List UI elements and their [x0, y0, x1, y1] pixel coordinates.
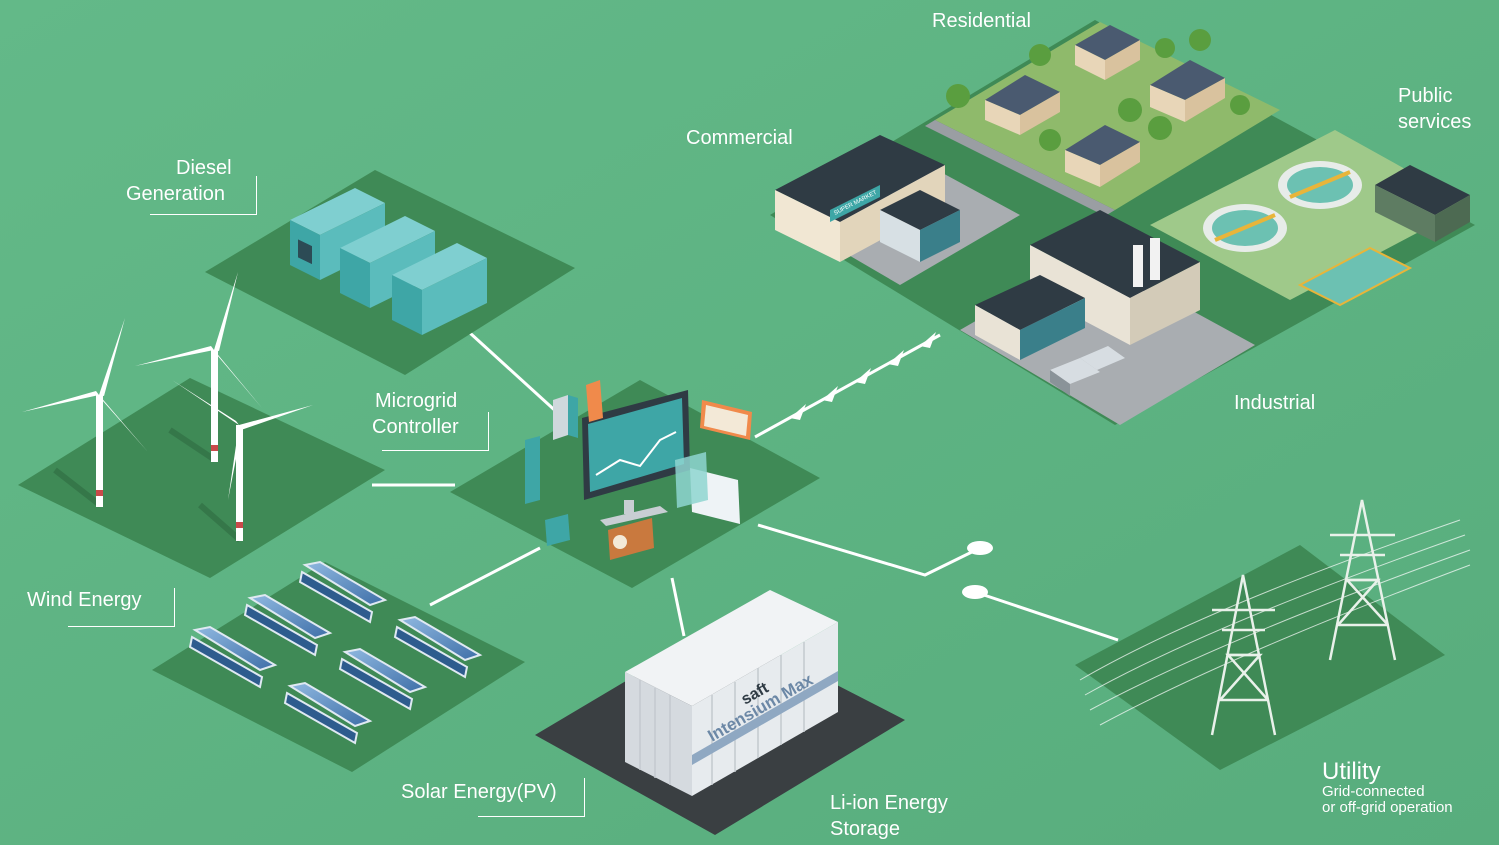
- line-solar-controller: [429, 546, 541, 607]
- label-wind-energy: Wind Energy: [27, 589, 142, 611]
- houses: [946, 25, 1250, 187]
- arrow-3: [855, 368, 871, 384]
- public-block: [1150, 130, 1470, 300]
- wind-energy-tile: [18, 272, 385, 578]
- label-diesel-bracket: [150, 176, 257, 215]
- label-utility-sub-line-2: or off-grid operation: [1322, 799, 1453, 816]
- label-commercial: Commercial: [686, 127, 793, 149]
- label-public-services-line-1: Public: [1398, 85, 1453, 107]
- label-public-services-line-2: services: [1398, 111, 1472, 133]
- solar-panel-3: [192, 625, 278, 672]
- house-3: [1150, 60, 1225, 122]
- factory-building: [975, 210, 1200, 396]
- solar-panel-2: [247, 593, 333, 640]
- label-utility: Utility: [1322, 758, 1381, 785]
- label-wind-bracket: [68, 588, 175, 627]
- line-storage-controller: [670, 577, 686, 637]
- solar-panel-5: [342, 647, 428, 694]
- line-diesel-controller: [468, 331, 562, 417]
- label-microgrid-line-1: Microgrid: [375, 390, 458, 412]
- label-microgrid-bracket: [382, 412, 489, 451]
- diesel-generator-3: [392, 243, 487, 335]
- solar-energy-tile: [152, 560, 525, 772]
- arrow-5: [920, 332, 936, 348]
- controller-monitor: [582, 390, 690, 526]
- line-controller-loads: [754, 333, 941, 439]
- line-controller-utility: [757, 523, 981, 577]
- solar-panel-4: [397, 615, 483, 662]
- house-2: [985, 75, 1060, 135]
- arrow-2: [822, 386, 838, 402]
- storage-container: saft Intensium Max: [625, 590, 838, 796]
- arrow-4: [888, 350, 904, 366]
- trucks: [1050, 346, 1125, 396]
- flow-arrows: [790, 332, 936, 420]
- solar-panels: [188, 560, 483, 745]
- solar-panel-6: [287, 681, 373, 728]
- loads-block: SUPER MARKET: [770, 20, 1475, 425]
- wind-turbine-1: [22, 318, 148, 507]
- transmission-tower-1: [1210, 574, 1277, 736]
- label-industrial: Industrial: [1234, 392, 1316, 414]
- road-residential: [925, 120, 1115, 216]
- house-1: [1075, 25, 1140, 80]
- diesel-generator-2: [340, 216, 435, 308]
- label-solar-bracket: [478, 778, 585, 817]
- label-diesel-line-2: Generation: [126, 183, 225, 205]
- label-storage-line-1: Li-ion Energy: [830, 792, 948, 814]
- supermarket-building: SUPER MARKET: [775, 135, 960, 262]
- label-storage-line-2: Storage: [830, 818, 901, 840]
- switch-node-2: [962, 585, 988, 599]
- solar-panel-1: [302, 560, 388, 607]
- arrow-1: [790, 404, 806, 420]
- switch-nodes: [962, 541, 993, 599]
- label-residential: Residential: [932, 10, 1031, 32]
- label-diesel-line-1: Diesel: [176, 157, 232, 179]
- label-microgrid-line-2: Controller: [372, 416, 459, 438]
- house-4: [1065, 125, 1140, 187]
- wind-turbine-3: [172, 380, 313, 541]
- li-ion-storage-tile: saft Intensium Max: [535, 590, 905, 835]
- diesel-generator-1: [290, 188, 385, 280]
- label-solar-energy: Solar Energy(PV): [401, 781, 557, 803]
- utility-tile: [1075, 499, 1471, 770]
- microgrid-controller-tile: [450, 380, 820, 588]
- line-switch-utility: [974, 590, 1119, 642]
- trees: [946, 29, 1250, 151]
- transmission-tower-2: [1328, 499, 1397, 661]
- connection-lines: [372, 331, 1119, 642]
- water-treatment: [1203, 161, 1470, 307]
- label-utility-sub-line-1: Grid-connected: [1322, 783, 1425, 800]
- wind-turbine-2: [135, 272, 262, 462]
- controller-widgets: [525, 380, 752, 560]
- switch-node-1: [967, 541, 993, 555]
- wind-tile-base: [18, 378, 385, 578]
- diesel-generation-tile: [205, 170, 575, 375]
